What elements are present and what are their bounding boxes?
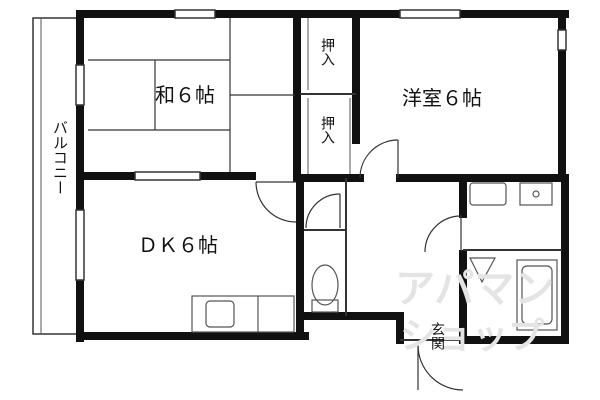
closet-label-2: 押入: [319, 116, 335, 144]
room-label-washitsu: 和６帖: [155, 83, 215, 107]
tatami-lines: [88, 18, 295, 172]
watermark-line2: ショップ: [400, 316, 544, 357]
walls: [76, 10, 569, 344]
room-label-youshitsu: 洋室６帖: [402, 86, 482, 110]
entrance-label: 玄関: [429, 321, 445, 351]
windows: [75, 9, 567, 281]
bathtub: [516, 259, 558, 331]
balcony-label: バルコニー: [51, 120, 69, 195]
watermark-line1: アパマン: [395, 266, 554, 312]
kitchen-counter: [191, 295, 295, 333]
toilet: [311, 264, 339, 313]
washer-area: [469, 257, 497, 284]
closet-lines: [307, 18, 351, 174]
washbasin: [469, 182, 553, 206]
door-swings: [255, 139, 464, 391]
closet-label-1: 押入: [319, 38, 335, 66]
thin-walls: [300, 93, 562, 341]
room-label-dk: ＤＫ６帖: [138, 233, 218, 257]
